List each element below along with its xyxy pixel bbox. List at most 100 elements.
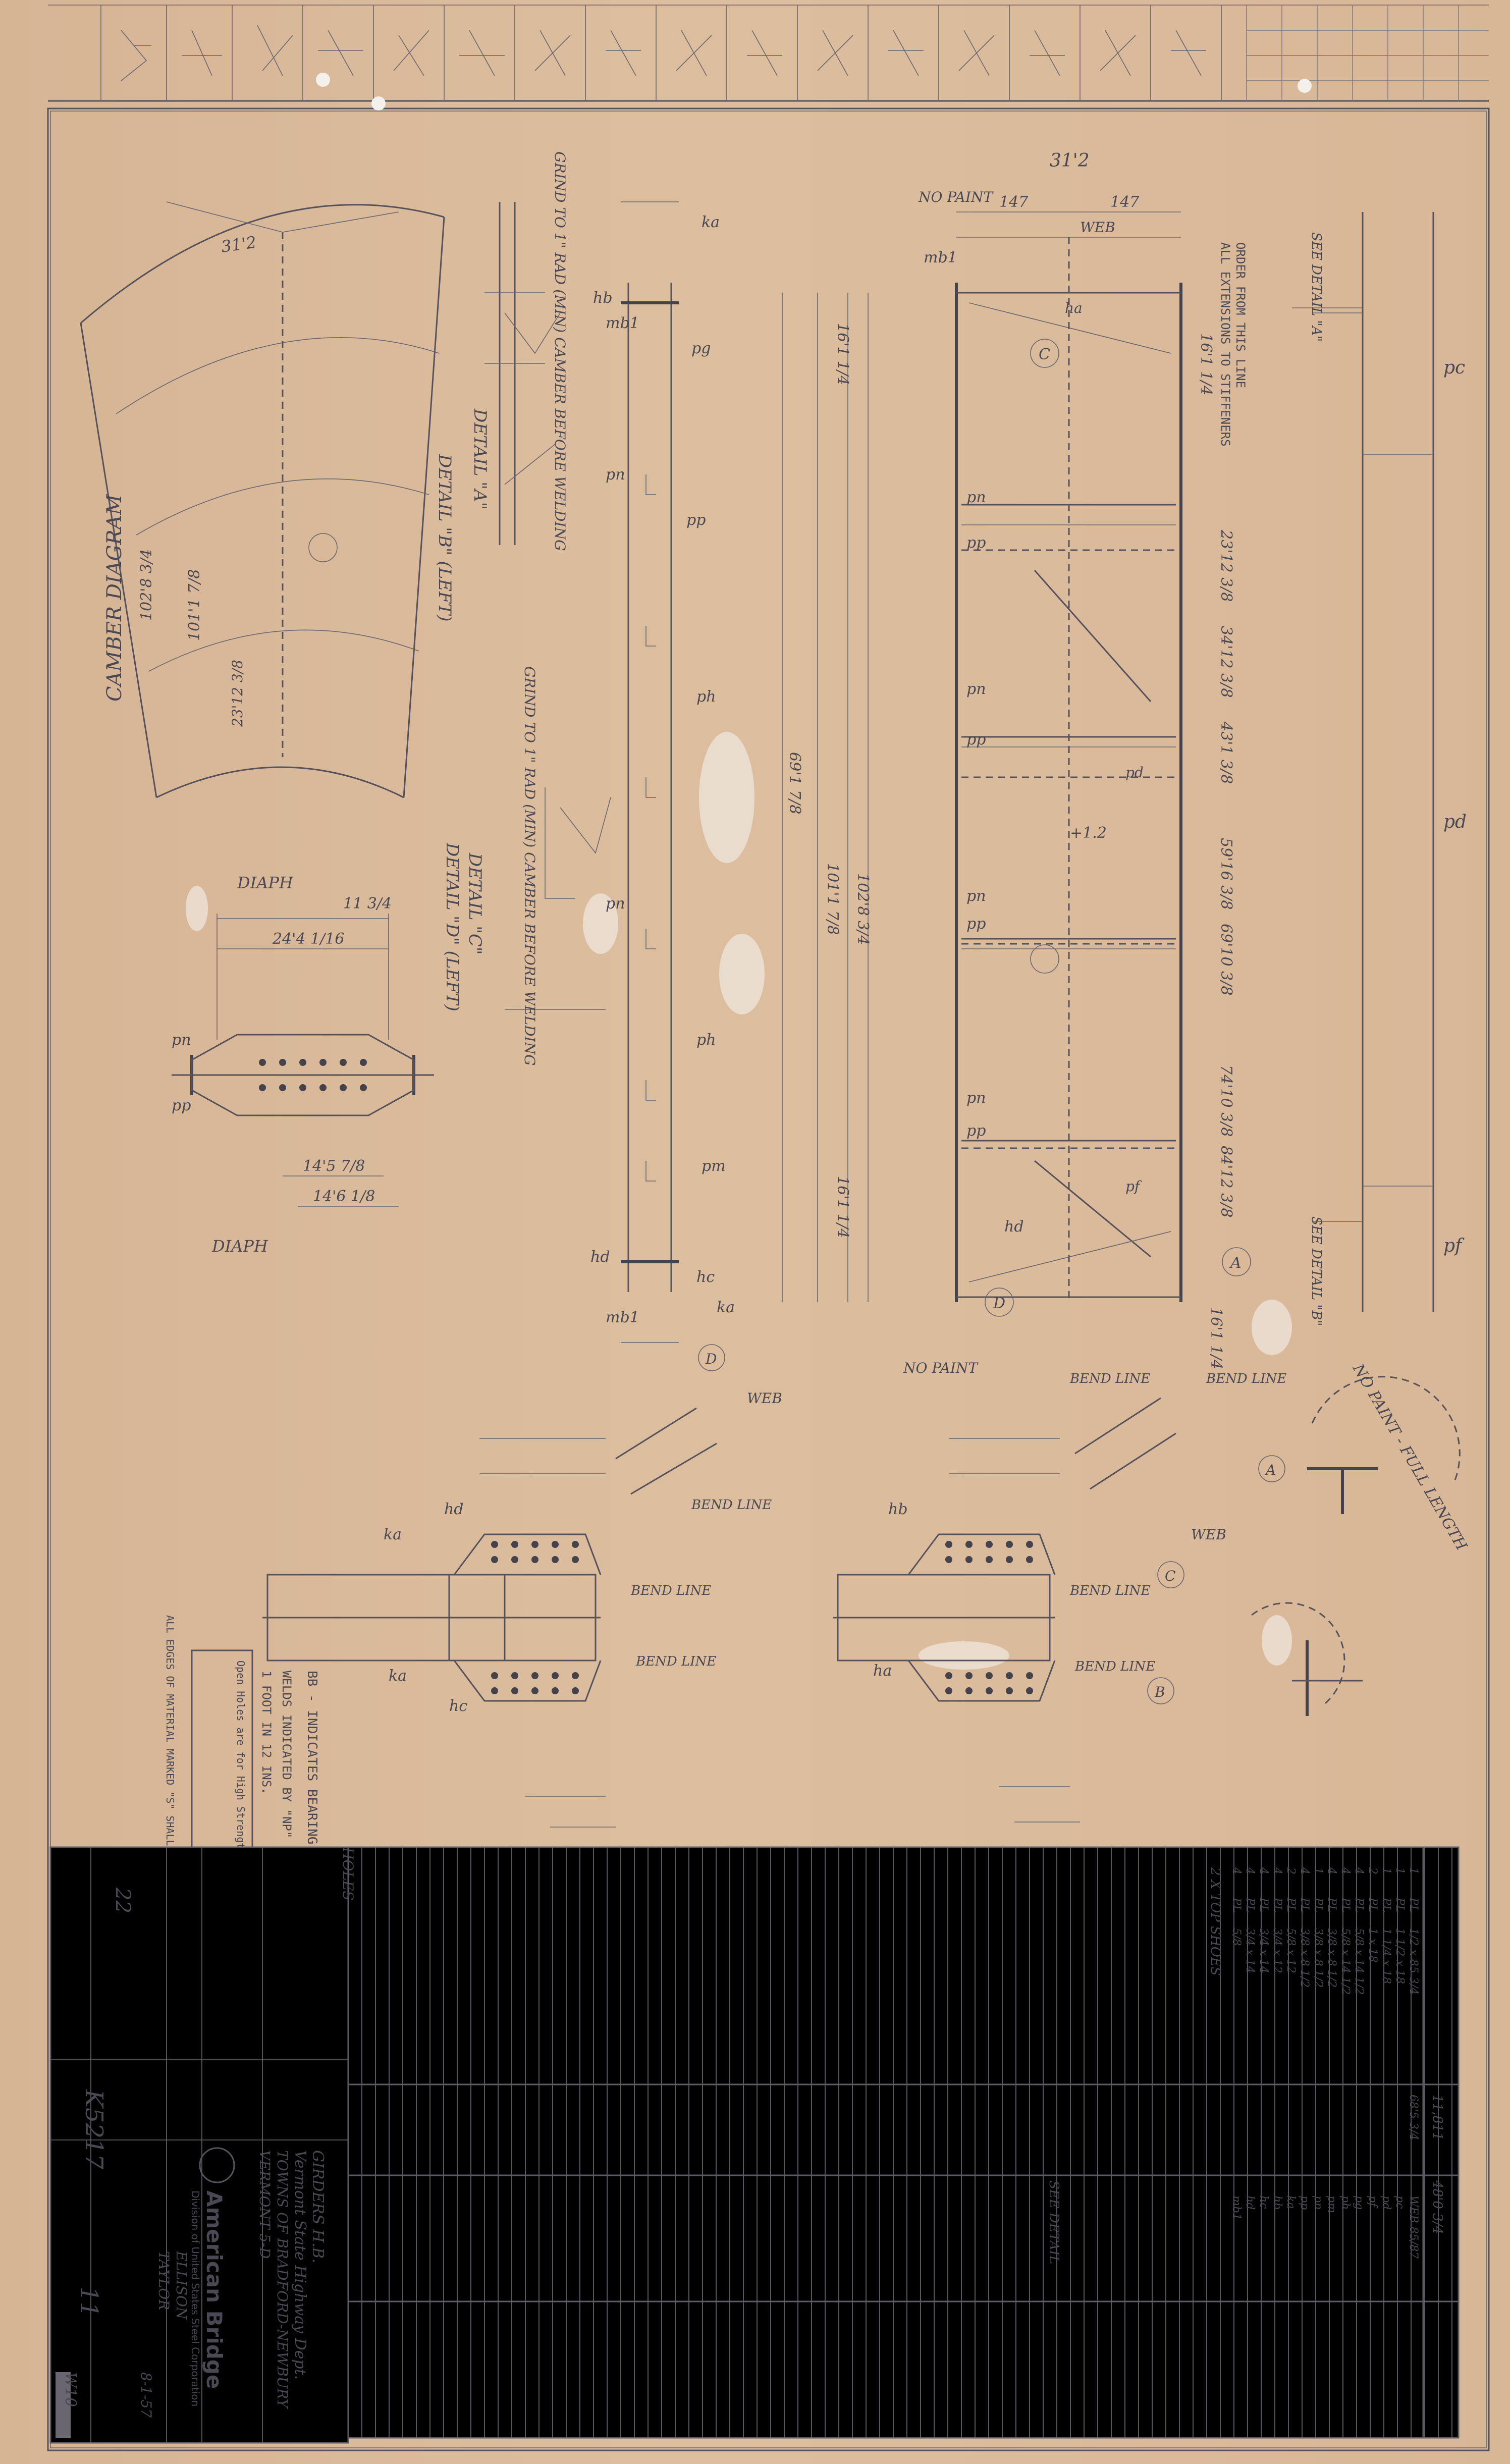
dim-5916-elev: 59'16 3/8 [1217, 838, 1235, 909]
label-pp-e3: pp [966, 915, 986, 933]
table-cell: 2 [1366, 1867, 1379, 1874]
dim-1614-b: 16'1 1/4 [834, 1176, 851, 1238]
vertical-dimensions: 69'1 7/8 101'1 7/8 102'8 3/4 16'1 1/4 16… [782, 293, 872, 1302]
label-ph-2: ph [696, 1031, 716, 1049]
paint-note: NO PAINT - FULL LENGTH [1349, 1361, 1471, 1554]
label-ha-conn: ha [873, 1662, 892, 1680]
table-cell: 5/8 [1230, 1928, 1243, 1946]
see-detail-a: SEE DETAIL "A" [1309, 232, 1324, 342]
table-cell: mb1 [1230, 2195, 1243, 2220]
label-pn-2: pn [606, 895, 625, 913]
table-cell: 1/2 x 85 3/4 [1407, 1928, 1420, 1995]
table-cell: 1 x 18 [1366, 1928, 1379, 1962]
table-cell: PL [1230, 1897, 1243, 1912]
diaphragm-connection: DIAPH 24'4 1/16 11 3/4 14'5 7/8 14'6 1/8… [172, 873, 434, 1256]
table-cell: 3/8 x 8 1/2 [1298, 1928, 1311, 1988]
bottom-flange: pc pd pf SEE DETAIL "A" SEE DETAIL "B" [1292, 212, 1467, 1326]
label-pp-e4: pp [966, 1122, 986, 1140]
web-label-conn2: WEB [1191, 1526, 1226, 1543]
drawing-date: 8-1-57 [138, 2372, 154, 2418]
table-cell: 1 [1312, 1867, 1324, 1874]
table-cell: PL [1271, 1897, 1283, 1912]
table-cell: ka [1284, 2195, 1297, 2209]
bend-line-2: BEND LINE [635, 1654, 716, 1669]
table-cell: PL [1393, 1897, 1406, 1912]
dim-7410-elev: 74'10 3/8 [1217, 1065, 1235, 1137]
table-cell: pf [1366, 2195, 1379, 2209]
table-cell: 4 [1257, 1867, 1270, 1874]
table-cell: 3/8 x 8 1/2 [1312, 1928, 1324, 1988]
dim-1461: 14'6 1/8 [313, 1188, 375, 1205]
table-cell: PL [1366, 1897, 1379, 1912]
company-division: Division of United States Steel Corporat… [189, 2190, 201, 2406]
label-hc-conn: hc [449, 1697, 467, 1715]
dim-1614-a: 16'1 1/4 [834, 323, 851, 385]
camber-grind-mid: GRIND TO 1" RAD (MIN) CAMBER BEFORE WELD… [521, 666, 538, 1065]
table-cell: pp [1298, 2195, 1311, 2210]
mark-b-conn: B [1154, 1684, 1165, 1700]
label-plus12: +1.2 [1070, 824, 1107, 842]
label-ph-1: ph [696, 688, 716, 706]
label-ka-top: ka [702, 213, 720, 231]
see-detail-b: SEE DETAIL "B" [1309, 1216, 1324, 1326]
mark-c-elev: C [1039, 346, 1050, 363]
label-ka-bot: ka [717, 1299, 735, 1316]
label-pd-elev: pd [1125, 764, 1144, 781]
connection-plate-right: hb ha BEND LINE BEND LINE BEND LINE BEND… [833, 1371, 1286, 1823]
dim-312-camber: 31'2 [220, 233, 257, 256]
label-ka-conn2: ka [389, 1667, 407, 1685]
checked-by: TAYLOR [155, 2251, 172, 2310]
table-cell: PL [1325, 1897, 1338, 1912]
table-cell: PL [1339, 1897, 1352, 1912]
label-hd-bot: hd [590, 1248, 610, 1266]
detail-b-label: DETAIL "B" (LEFT) [435, 454, 455, 622]
table-cell: 3/8 x 8 1/2 [1325, 1928, 1338, 1988]
table-cell: 4 [1353, 1867, 1365, 1874]
label-pd: pd [1443, 812, 1467, 832]
table-cell: PL [1284, 1897, 1297, 1912]
label-mb1-top: mb1 [606, 314, 639, 332]
label-mb1-elev: mb1 [924, 249, 957, 266]
dim-147-a: 147 [999, 193, 1029, 211]
page-code: W10 [62, 2372, 79, 2407]
bend-line-3: BEND LINE [691, 1497, 772, 1513]
mark-a-conn: A [1264, 1462, 1276, 1478]
label-pf: pf [1443, 1236, 1465, 1256]
dim-1457: 14'5 7/8 [303, 1157, 365, 1175]
connection-plate-left: hd ka ka hc BEND LINE BEND LINE BEND LIN… [262, 1344, 782, 1828]
table-cell: 1 [1407, 1867, 1420, 1874]
cross-section-flange: NO PAINT - FULL LENGTH [1251, 1361, 1471, 1716]
dim-1034: 11 3/4 [343, 895, 392, 913]
dim-3412-elev: 34'12 3/8 [1217, 626, 1235, 698]
camber-grind-top: GRIND TO 1" RAD (MIN) CAMBER BEFORE WELD… [552, 151, 568, 551]
label-ha-elev: ha [1065, 300, 1083, 316]
table-cell: 5/8 x 12 [1284, 1928, 1297, 1973]
dim-312: 31'2 [1050, 150, 1090, 171]
table-cell: 68'5 3/4 [1407, 2095, 1420, 2140]
detail-a-b: DETAIL "B" (LEFT) DETAIL "A" GRIND TO 1"… [435, 151, 568, 622]
project-location: TOWNS OF BRADFORD-NEWBURY [274, 2150, 291, 2409]
table-cell: hb [1271, 2195, 1283, 2210]
dim-2312: 23'12 3/8 [229, 660, 246, 727]
table-cell: PL [1380, 1897, 1392, 1912]
table-cell: PL [1353, 1897, 1365, 1912]
dim-147-b: 147 [1110, 193, 1140, 211]
dim-1614-elev-b: 16'1 1/4 [1207, 1307, 1225, 1369]
mark-c-conn: C [1165, 1568, 1175, 1584]
mark-d-conn: D [705, 1351, 717, 1367]
web-label-conn: WEB [747, 1390, 782, 1407]
table-cell: pg [1353, 2195, 1365, 2210]
quantity: 22 [111, 1887, 134, 1913]
table-cell: PL [1257, 1897, 1270, 1912]
label-pn-e1: pn [966, 489, 986, 506]
dim-1028-a: 102'8 3/4 [854, 873, 872, 945]
note-extensions-2: ORDER FROM THIS LINE [1233, 242, 1248, 388]
table-weight: 48'0 3/4 [1430, 2180, 1445, 2234]
label-ka-conn1: ka [384, 1526, 402, 1543]
mark-d-elev: D [993, 1295, 1005, 1312]
dim-6917-a: 69'1 7/8 [786, 752, 803, 814]
table-cell: PL [1407, 1897, 1420, 1912]
table-cell: PL [1244, 1897, 1256, 1912]
label-pf-elev: pf [1125, 1178, 1142, 1195]
